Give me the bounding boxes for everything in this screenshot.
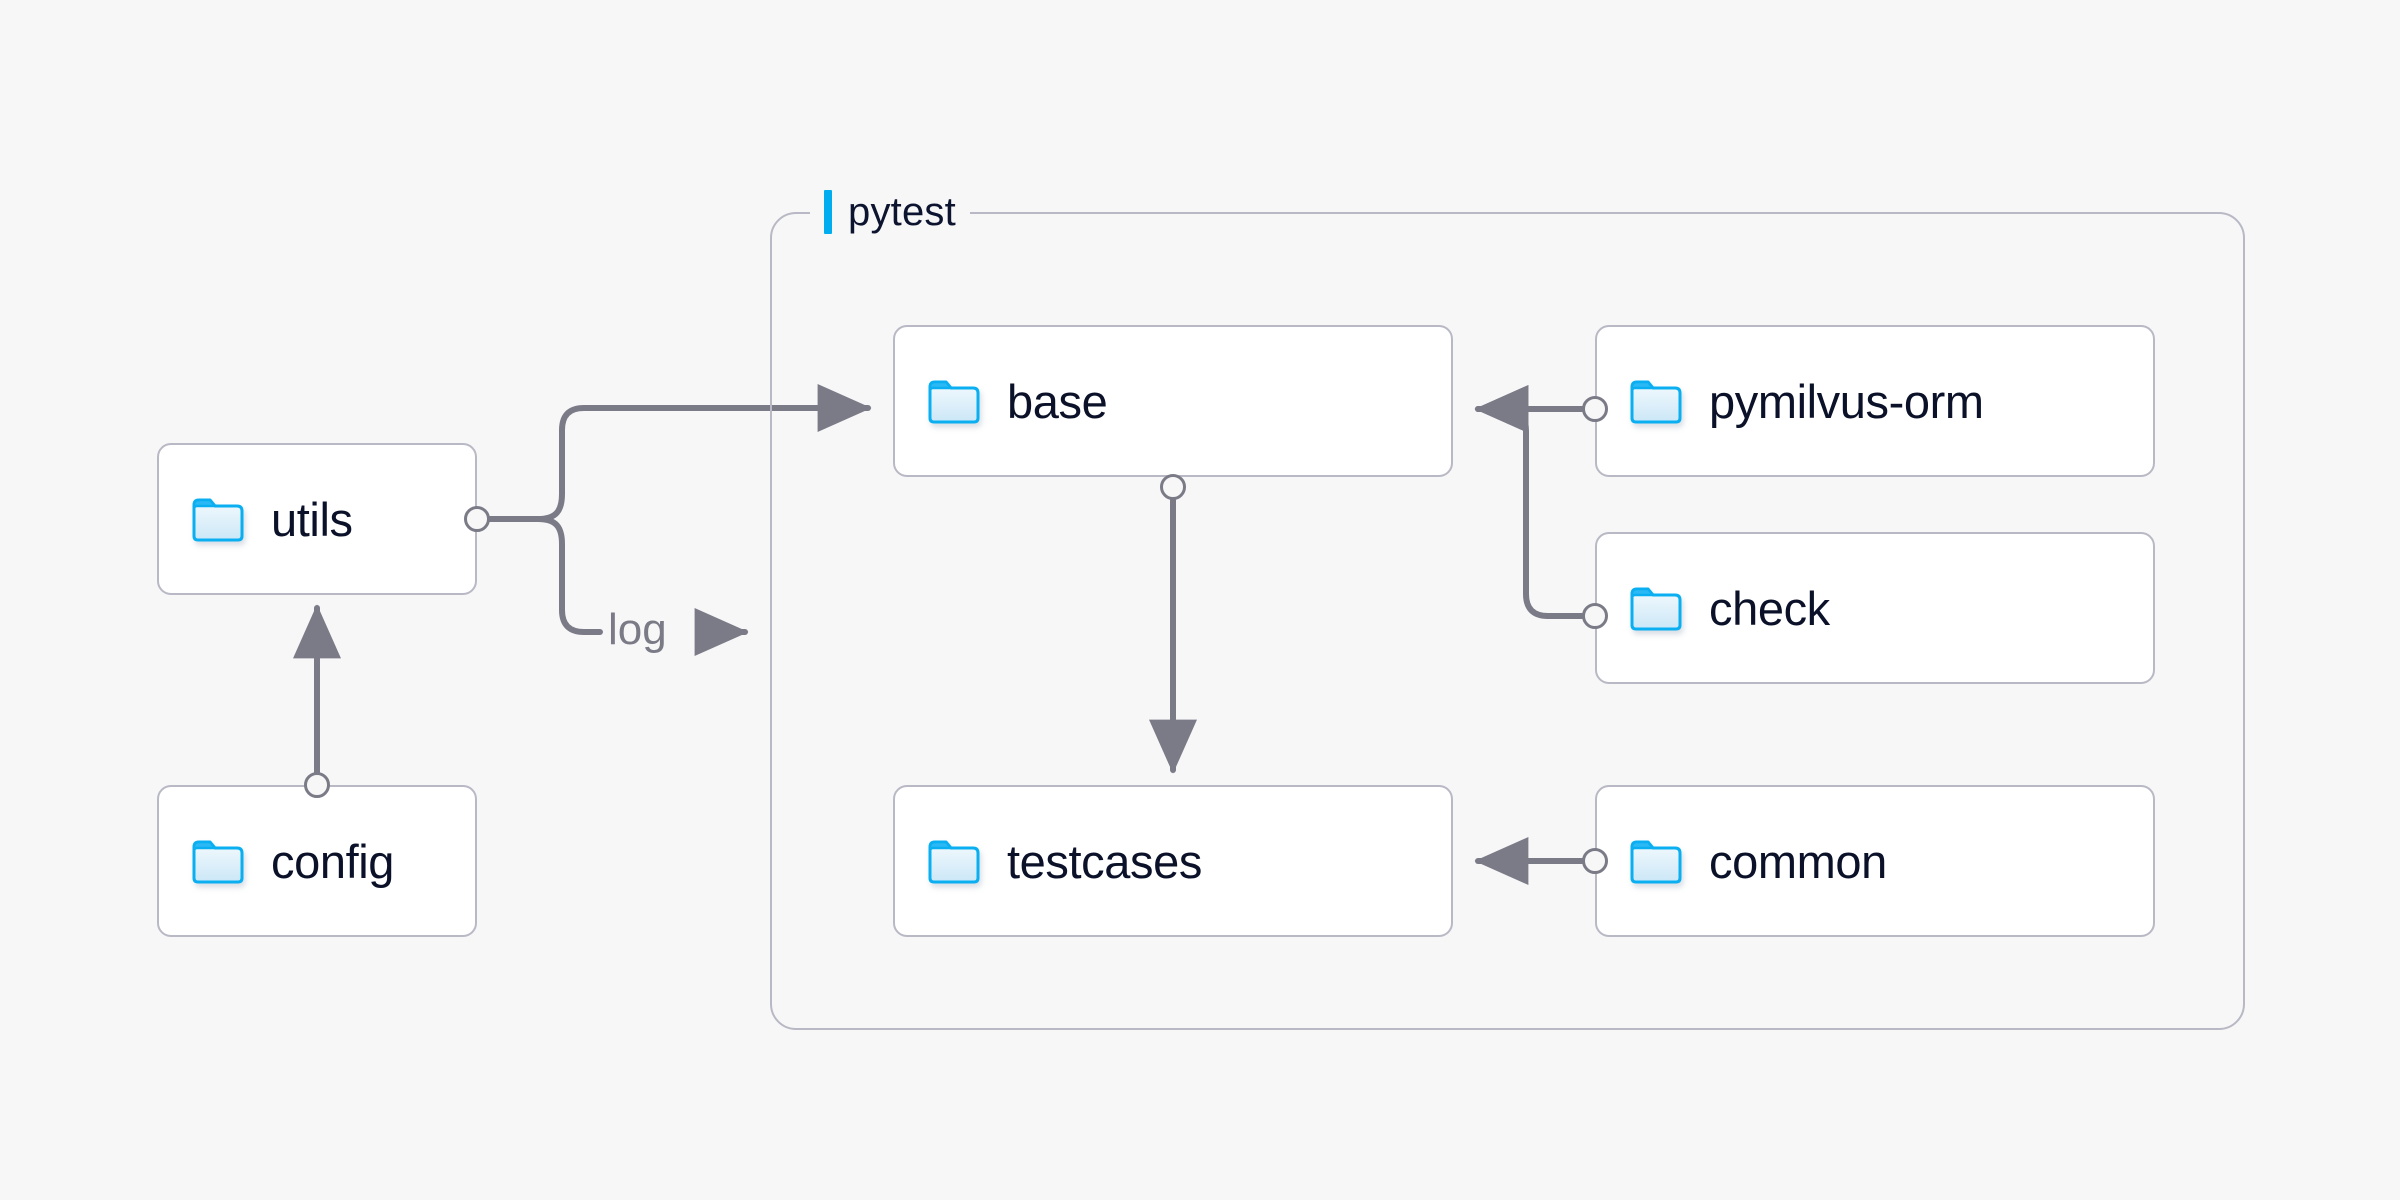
edge-utils-log bbox=[535, 516, 603, 635]
port-config-top[interactable] bbox=[304, 772, 330, 798]
port-utils-right[interactable] bbox=[464, 506, 490, 532]
folder-icon bbox=[191, 495, 245, 543]
node-utils[interactable]: utils bbox=[157, 443, 477, 595]
group-pytest[interactable] bbox=[770, 212, 2245, 1030]
group-accent-bar bbox=[824, 190, 832, 234]
node-label: testcases bbox=[1007, 834, 1202, 888]
node-label: pymilvus-orm bbox=[1709, 374, 1984, 428]
node-base[interactable]: base bbox=[893, 325, 1453, 477]
node-label: base bbox=[1007, 374, 1108, 428]
folder-icon bbox=[191, 837, 245, 885]
node-check[interactable]: check bbox=[1595, 532, 2155, 684]
port-common-left[interactable] bbox=[1582, 848, 1608, 874]
node-testcases[interactable]: testcases bbox=[893, 785, 1453, 937]
node-label: check bbox=[1709, 581, 1830, 635]
node-label: config bbox=[271, 834, 395, 888]
port-base-bottom[interactable] bbox=[1160, 474, 1186, 500]
folder-icon bbox=[1629, 837, 1683, 885]
edge-label-log: log bbox=[608, 605, 667, 654]
folder-icon bbox=[927, 837, 981, 885]
port-pymilvus-orm-left[interactable] bbox=[1582, 396, 1608, 422]
node-common[interactable]: common bbox=[1595, 785, 2155, 937]
port-check-left[interactable] bbox=[1582, 603, 1608, 629]
node-label: common bbox=[1709, 834, 1887, 888]
group-pytest-label: pytest bbox=[810, 188, 970, 236]
node-config[interactable]: config bbox=[157, 785, 477, 937]
folder-icon bbox=[1629, 584, 1683, 632]
node-pymilvus-orm[interactable]: pymilvus-orm bbox=[1595, 325, 2155, 477]
folder-icon bbox=[1629, 377, 1683, 425]
group-label-text: pytest bbox=[848, 190, 956, 234]
folder-icon bbox=[927, 377, 981, 425]
node-label: utils bbox=[271, 492, 353, 546]
